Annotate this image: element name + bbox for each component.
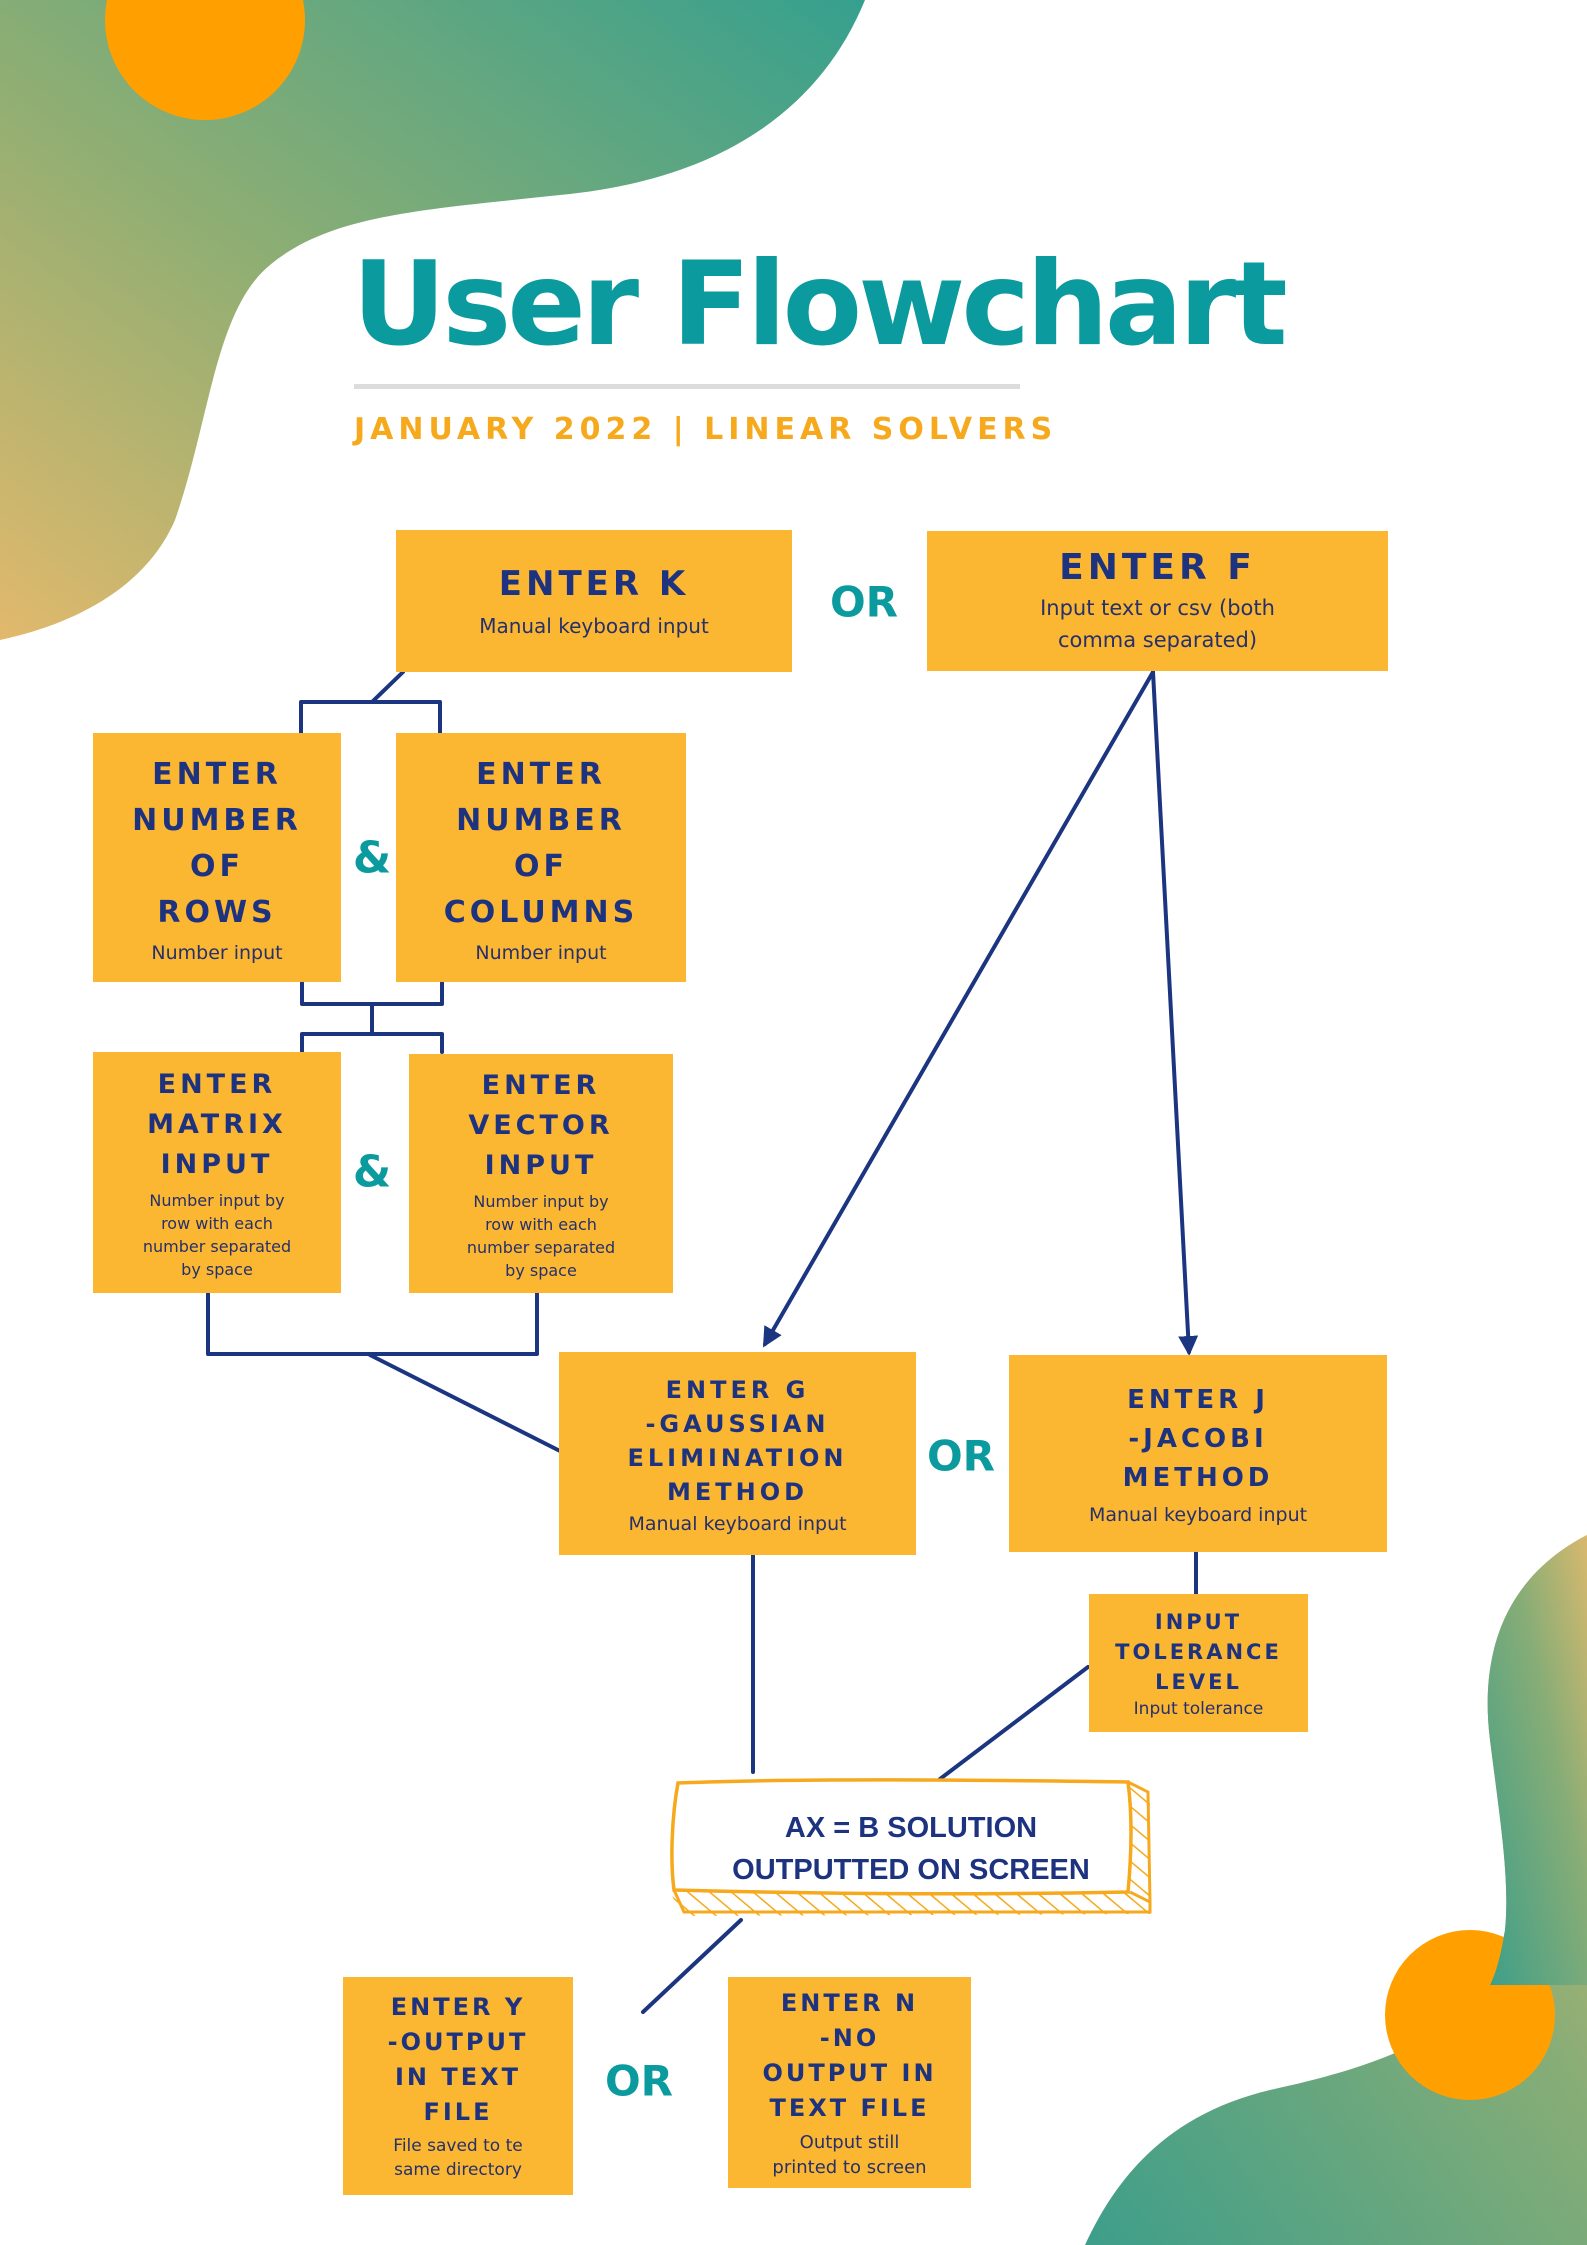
arrow-f-to-gaussian [762,670,1155,1348]
node-vector-subtitle: Number input by row with each number sep… [466,1191,616,1280]
node-matrix-subtitle: Number input by row with each number sep… [142,1190,292,1279]
solution-box-shape [670,1778,1152,1916]
node-output-no-title: ENTER N -NO OUTPUT IN TEXT FILE [762,1988,937,2122]
connector-or-g-j: OR [926,1431,996,1481]
page-title: User Flowchart [352,237,1288,372]
line-solution-to-outputs [641,1918,743,2014]
page-subtitle: JANUARY 2022 | LINEAR SOLVERS [354,412,1058,447]
node-vector-title: ENTER VECTOR INPUT [468,1069,614,1181]
node-jacobi: ENTER J -JACOBI METHOD Manual keyboard i… [1009,1355,1387,1552]
node-gaussian-title: ENTER G -GAUSSIAN ELIMINATION METHOD [627,1375,848,1506]
node-jacobi-subtitle: Manual keyboard input [1088,1504,1308,1526]
node-matrix-title: ENTER MATRIX INPUT [147,1068,287,1180]
node-output-yes-title: ENTER Y -OUTPUT IN TEXT FILE [387,1993,529,2126]
bracket-matrix-vector-bottom [206,1291,539,1356]
node-matrix: ENTER MATRIX INPUT Number input by row w… [93,1052,341,1293]
node-output-no-subtitle: Output still printed to screen [772,2131,927,2178]
node-solution-label: AX = B SOLUTION OUTPUTTED ON SCREEN [732,1812,1090,1886]
bracket-rows-cols-top [299,700,442,735]
node-enter-f-subtitle: Input text or csv (both comma separated) [1040,595,1275,652]
node-enter-k-subtitle: Manual keyboard input [479,614,709,638]
node-rows-subtitle: Number input [151,941,283,964]
node-output-no: ENTER N -NO OUTPUT IN TEXT FILE Output s… [728,1977,971,2188]
node-enter-f: ENTER F Input text or csv (both comma se… [927,531,1388,671]
node-tolerance-subtitle: Input tolerance [1133,1699,1264,1719]
node-tolerance: INPUT TOLERANCE LEVEL Input tolerance [1089,1594,1308,1732]
line-tolerance-to-solution [938,1665,1090,1781]
node-enter-f-title: ENTER F [1059,546,1256,588]
node-columns-subtitle: Number input [475,941,607,964]
line-k-to-bracket [370,670,405,704]
connector-or-k-f: OR [829,577,899,627]
top-left-orange-circle [105,0,305,120]
node-columns-title: ENTER NUMBER OF COLUMNS [443,756,639,930]
arrow-f-to-jacobi [1151,670,1199,1356]
bracket-rows-cols-bottom [300,980,444,1006]
connector-and-rows-cols: & [352,832,392,884]
node-tolerance-title: INPUT TOLERANCE LEVEL [1115,1610,1282,1694]
node-vector: ENTER VECTOR INPUT Number input by row w… [409,1054,673,1293]
node-jacobi-title: ENTER J -JACOBI METHOD [1122,1385,1274,1493]
connector-or-y-n: OR [604,2056,674,2106]
node-output-yes-subtitle: File saved to te same directory [393,2136,523,2180]
connector-and-matrix-vector: & [352,1146,392,1198]
line-inputs-to-gaussian [368,1353,562,1453]
node-gaussian-subtitle: Manual keyboard input [628,1512,847,1535]
node-enter-k: ENTER K Manual keyboard input [396,530,792,672]
top-left-blob [0,0,865,640]
node-columns: ENTER NUMBER OF COLUMNS Number input [396,733,686,982]
bracket-matrix-vector-top [300,1032,444,1054]
node-enter-k-title: ENTER K [498,564,690,604]
title-divider [354,384,1020,389]
node-gaussian: ENTER G -GAUSSIAN ELIMINATION METHOD Man… [559,1352,916,1555]
node-output-yes: ENTER Y -OUTPUT IN TEXT FILE File saved … [343,1977,573,2195]
node-rows-title: ENTER NUMBER OF ROWS [132,756,302,930]
node-rows: ENTER NUMBER OF ROWS Number input [93,733,341,982]
